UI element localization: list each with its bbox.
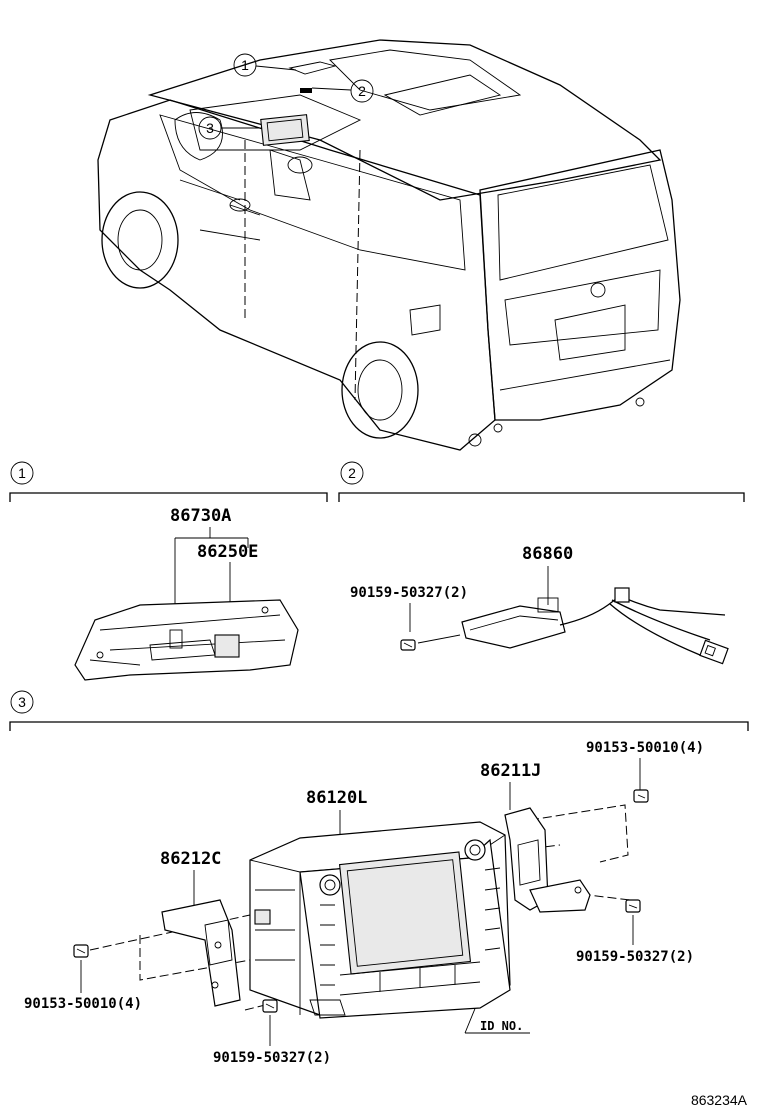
bracket-86211J [504,807,591,913]
part-90153-50010-label-left: 90153-50010(4) [24,996,142,1012]
callout-2: 2 [311,79,374,103]
callout-3: 3 [198,116,262,140]
part-90153-50010-label-top: 90153-50010(4) [586,740,704,756]
part-90159-50327-label-bottom: 90159-50327(2) [213,1050,331,1066]
part-86250E-label: 86250E [197,542,258,562]
id-number-label: ID NO. [480,1019,523,1033]
diagram-code: 863234A [691,1092,748,1108]
screw-right [625,899,641,913]
part-86211J-label: 86211J [480,761,541,781]
antenna-amplifier [461,587,729,665]
callout-2-label: 2 [358,83,366,99]
section-3: 3 90153-50010(4) 86211J 86120L 86212C 90… [9,690,749,1066]
bolt-left [73,944,89,958]
bracket-86212C [161,899,241,1007]
section-1-marker: 1 [18,465,26,481]
part-90159-50327-label-right: 90159-50327(2) [576,949,694,965]
screw-bottom [262,999,278,1013]
section-3-marker: 3 [18,694,26,710]
screw-s2 [400,634,461,651]
section-2-marker: 2 [348,465,356,481]
part-86120L-label: 86120L [306,788,367,808]
part-86860-label: 86860 [522,544,573,564]
section-2: 2 86860 90159-50327(2) [338,461,745,665]
display-unit-86120L [249,821,511,1019]
part-90159-50327-label-s2: 90159-50327(2) [350,585,468,601]
bolt-top-right [633,789,649,803]
part-86212C-label: 86212C [160,849,221,869]
callout-3-label: 3 [206,120,214,136]
callout-1-label: 1 [241,57,249,73]
callout-1: 1 [233,53,297,77]
overhead-lamp-assembly [74,599,299,681]
part-86730A-label: 86730A [170,506,231,526]
section-1: 1 86730A 86250E [9,461,328,681]
vehicle-illustration: 1 2 3 [97,39,681,451]
